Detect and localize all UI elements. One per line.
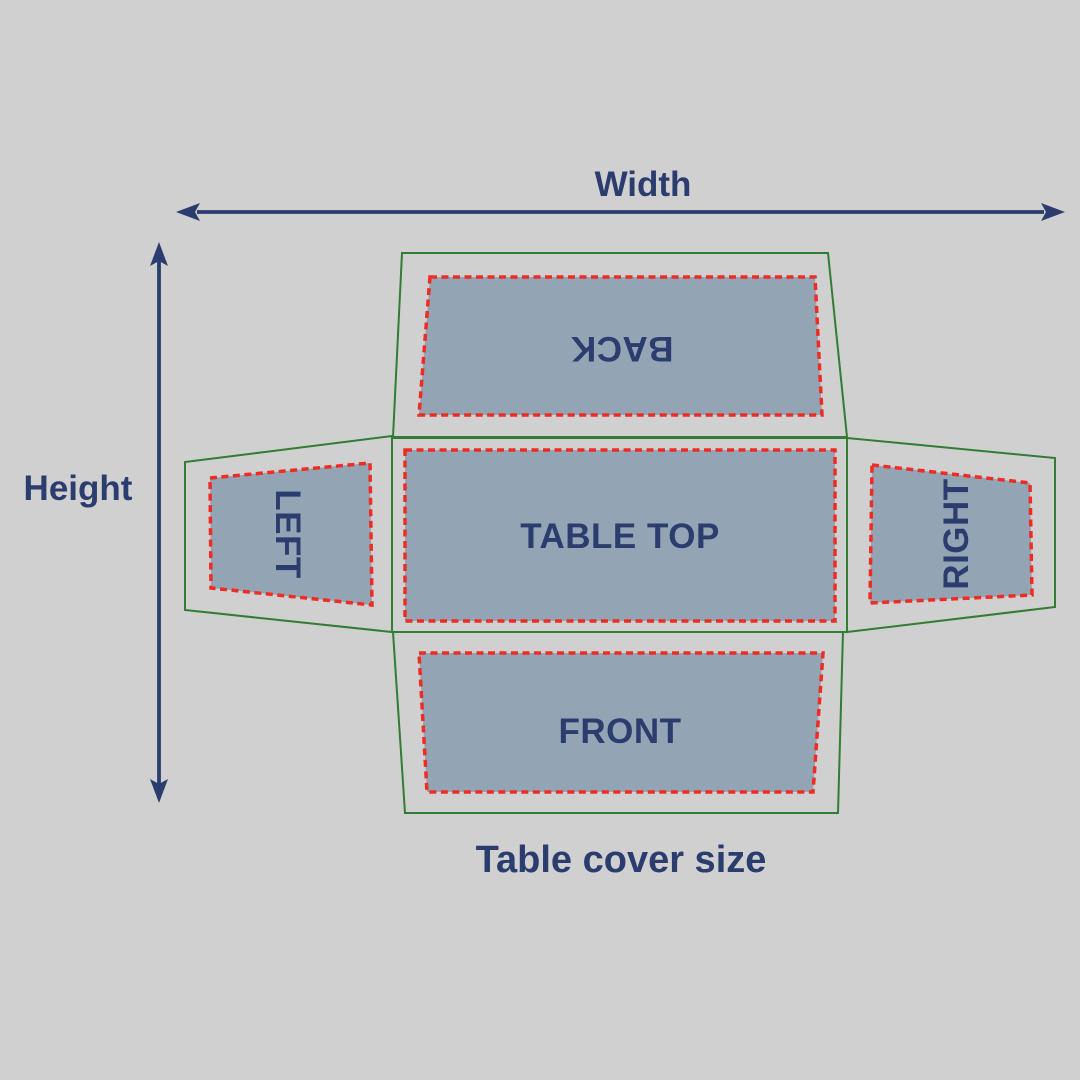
panel-table-top: TABLE TOP bbox=[391, 437, 848, 633]
arrow-right-icon bbox=[1041, 203, 1065, 221]
front-label: FRONT bbox=[558, 712, 681, 751]
arrow-up-icon bbox=[150, 242, 168, 266]
back-stitch-panel bbox=[417, 275, 824, 417]
left-stitch-panel bbox=[208, 461, 374, 607]
front-fold-outline bbox=[391, 631, 845, 814]
table-top-stitch-panel bbox=[403, 448, 837, 623]
height-label: Height bbox=[24, 469, 133, 508]
panel-back: BACK bbox=[391, 252, 849, 438]
width-arrow bbox=[176, 203, 1065, 221]
back-label: BACK bbox=[570, 329, 673, 368]
width-label: Width bbox=[595, 165, 692, 204]
table-top-label: TABLE TOP bbox=[520, 517, 720, 556]
height-arrow bbox=[150, 242, 168, 803]
right-stitch-panel bbox=[868, 463, 1034, 605]
arrow-left-icon bbox=[176, 203, 200, 221]
right-fold-outline bbox=[846, 436, 1056, 634]
panel-left: LEFT bbox=[184, 434, 393, 634]
panel-front: FRONT bbox=[391, 631, 845, 814]
panel-right: RIGHT bbox=[846, 436, 1056, 634]
diagram-caption: Table cover size bbox=[476, 839, 767, 881]
front-stitch-panel bbox=[417, 651, 825, 794]
right-label: RIGHT bbox=[937, 478, 976, 589]
left-label: LEFT bbox=[268, 489, 307, 578]
arrow-down-icon bbox=[150, 779, 168, 803]
